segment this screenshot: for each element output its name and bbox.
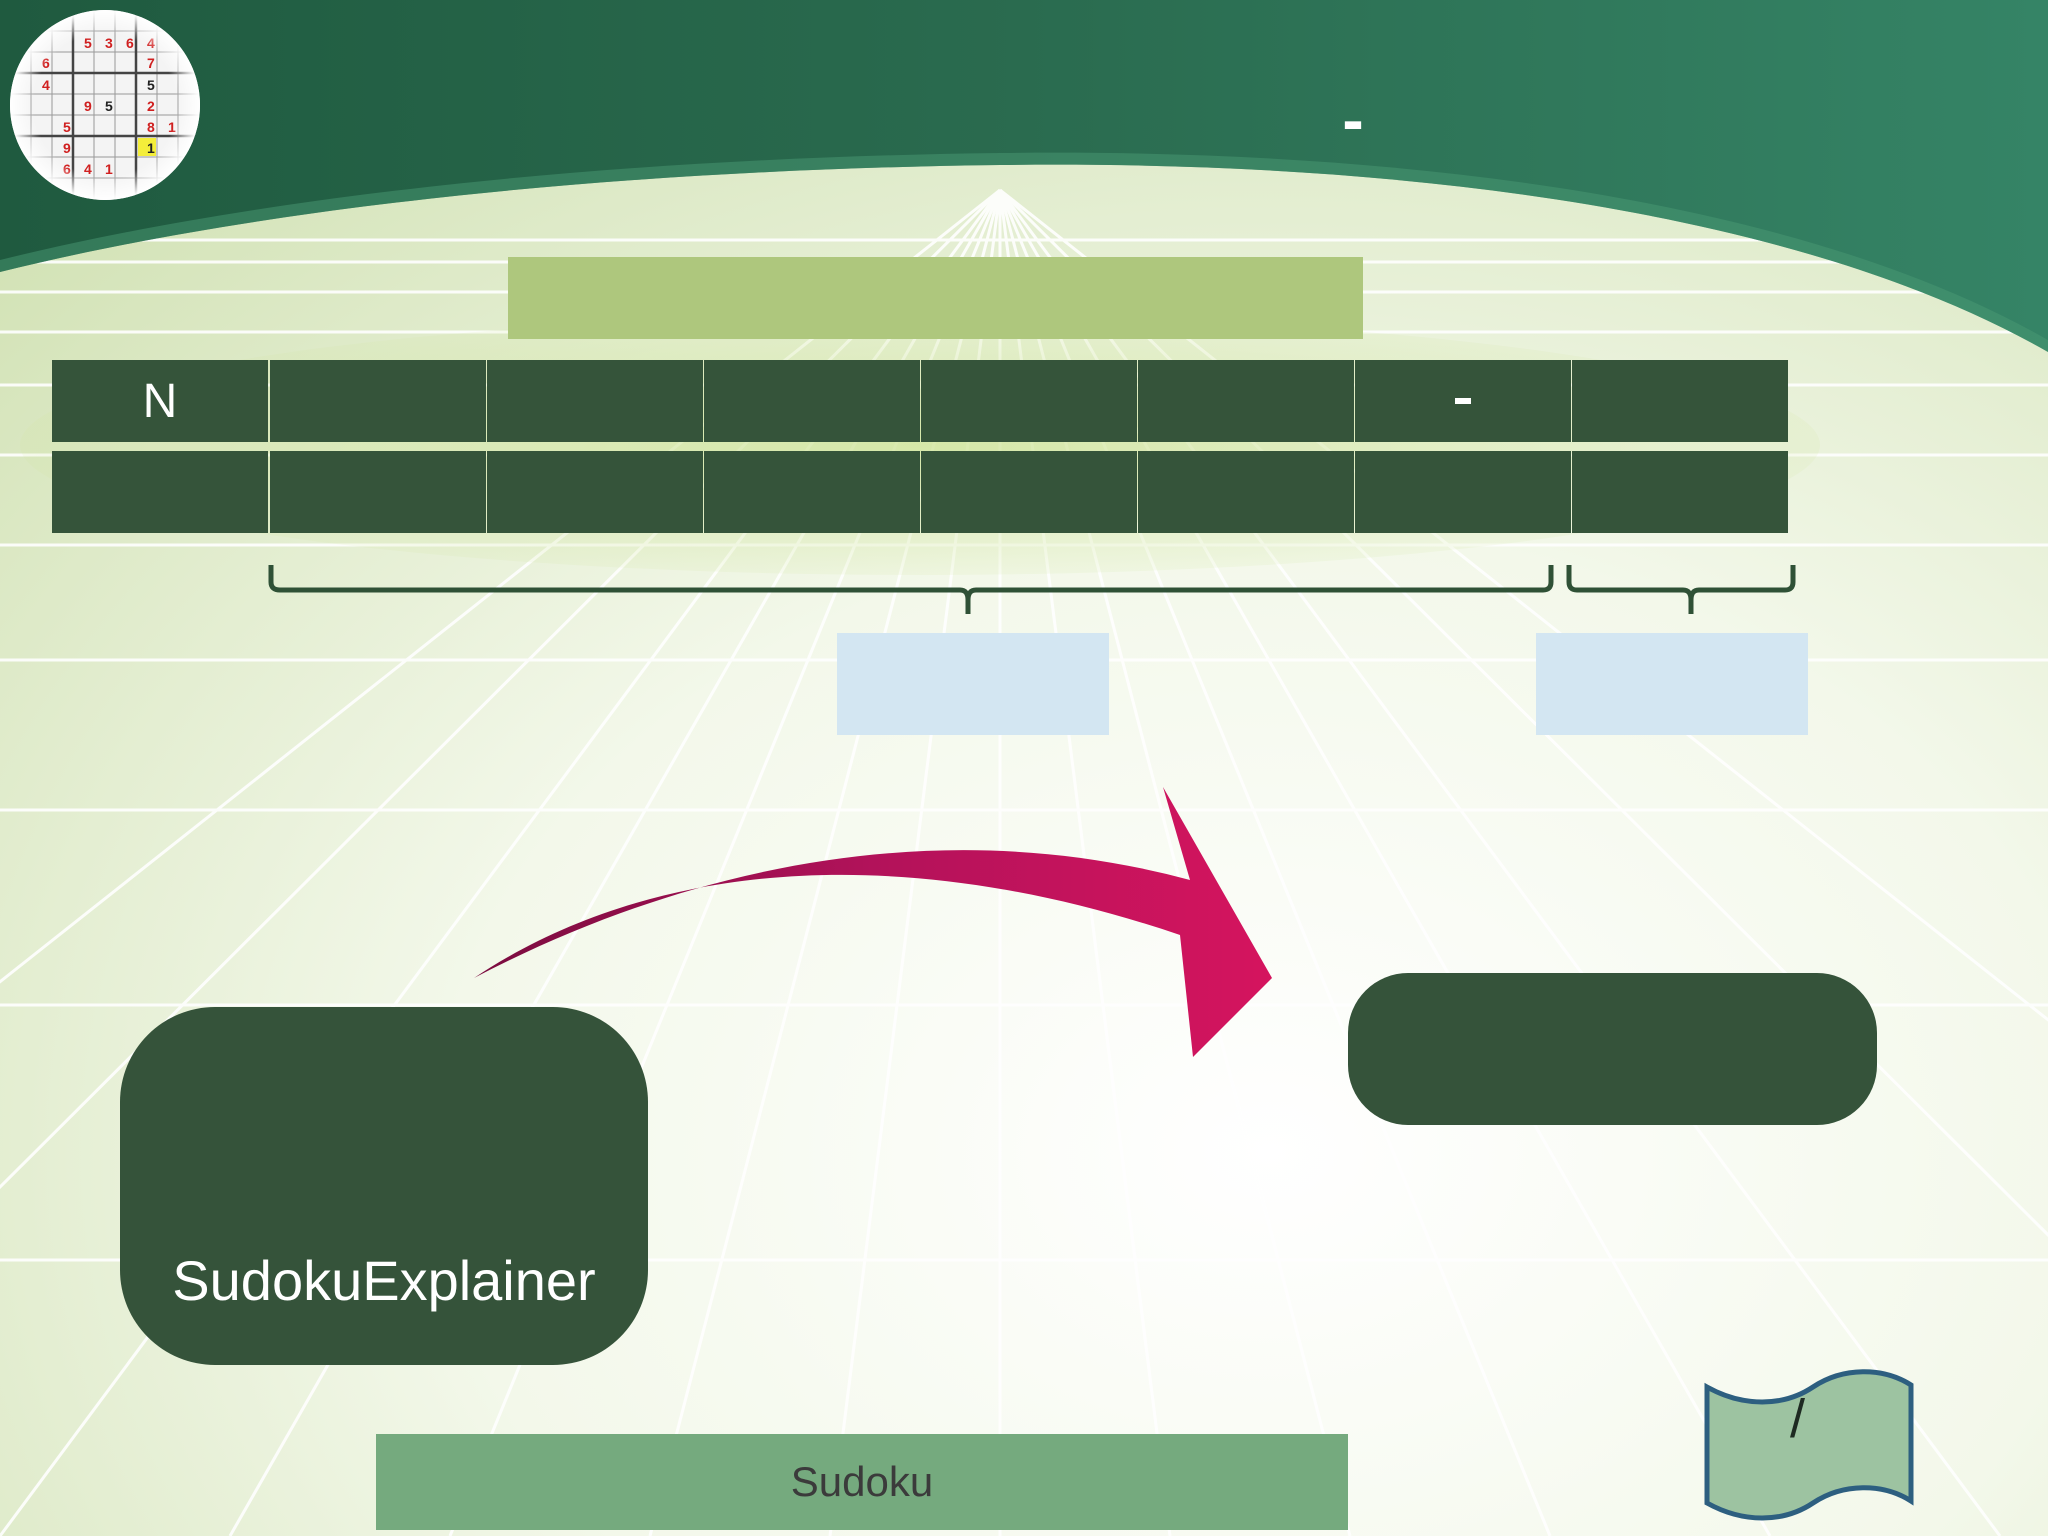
- table-cell: -: [1355, 360, 1571, 442]
- table-cell: [704, 451, 920, 533]
- subtitle-bar: [508, 257, 1363, 339]
- slide-title: -: [1342, 84, 1364, 156]
- left-rounded-box: SudokuExplainer: [120, 1007, 648, 1365]
- table-cell: [1572, 451, 1788, 533]
- table-cell: [270, 451, 486, 533]
- dash-glyph: -: [1455, 398, 1471, 404]
- footer-bar: Sudoku: [376, 1434, 1348, 1530]
- table-cell: [704, 360, 920, 442]
- table-cell: [270, 360, 486, 442]
- table-cell: [1138, 360, 1354, 442]
- table-cell: [921, 360, 1137, 442]
- table-cell: N: [52, 360, 268, 442]
- table-cell: [921, 451, 1137, 533]
- page-number: /: [1790, 1389, 1806, 1449]
- table-cell: [487, 360, 703, 442]
- table-cell: [1355, 451, 1571, 533]
- sudoku-grid-logo: 5364 67 45 952 581 91 641: [10, 10, 200, 200]
- table-cell: [1572, 360, 1788, 442]
- dash-mark: -: [1355, 360, 1571, 442]
- footer-text: Sudoku: [790, 1458, 934, 1505]
- curved-arrow-icon: [474, 787, 1272, 1057]
- table-cell: [1138, 451, 1354, 533]
- left-box-label: SudokuExplainer: [172, 1249, 596, 1312]
- table-cell: [487, 451, 703, 533]
- brace-label-box: [1536, 633, 1808, 735]
- flag-icon: [1704, 1369, 1914, 1521]
- brace-label-box: [837, 633, 1109, 735]
- right-rounded-box: [1348, 973, 1877, 1125]
- table-cell: [52, 451, 268, 533]
